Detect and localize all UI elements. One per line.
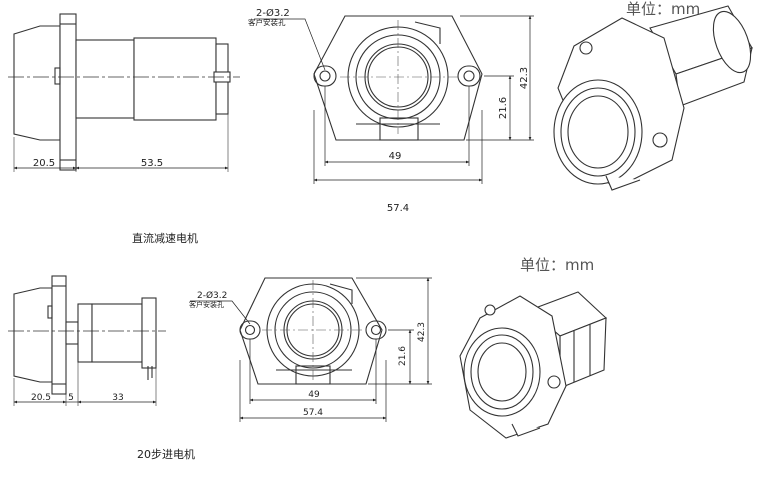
bottom-unit-label: 单位：mm	[520, 256, 594, 274]
top-side-view	[8, 13, 240, 172]
top-dim-flange: 20.5	[33, 158, 55, 169]
bottom-side-view	[8, 275, 166, 406]
bottom-front-dim-lines	[190, 277, 432, 422]
bottom-dim-height: 42.3	[417, 322, 427, 342]
bottom-front-centerlines	[262, 280, 364, 382]
top-dim-center-height: 21.6	[498, 97, 509, 119]
bottom-dim-flange: 20.5	[31, 393, 51, 403]
bottom-caption: 20步进电机	[137, 447, 195, 461]
top-dim-height: 42.3	[519, 67, 530, 89]
top-dim-body: 53.5	[141, 158, 163, 169]
bottom-hole-spec: 2-Ø3.2	[197, 290, 227, 301]
top-caption: 直流减速电机	[132, 231, 198, 245]
top-front-centerlines	[340, 20, 458, 134]
top-hole-note: 客户安装孔	[248, 17, 286, 27]
bottom-dim-center-height: 21.6	[398, 346, 408, 366]
top-dim-overall-width: 57.4	[387, 203, 409, 214]
bottom-dim-overall-width: 57.4	[303, 408, 323, 418]
top-unit-label: 单位：mm	[626, 0, 700, 18]
top-hole-spec: 2-Ø3.2	[256, 7, 290, 19]
bottom-hole-note: 客户安装孔	[189, 300, 224, 309]
top-dim-hole-pitch: 49	[389, 151, 402, 162]
bottom-isometric-view	[459, 291, 608, 439]
bottom-dim-hole-pitch: 49	[308, 390, 320, 400]
top-front-dim-lines	[254, 15, 534, 184]
top-isometric-view	[553, 5, 753, 191]
bottom-dim-gap: 5	[68, 393, 74, 403]
bottom-dim-body: 33	[112, 393, 123, 403]
